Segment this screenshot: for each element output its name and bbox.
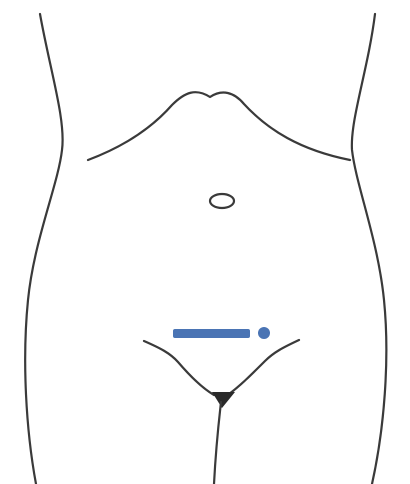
incision-end-dot <box>258 327 270 339</box>
incision-line <box>173 329 250 338</box>
